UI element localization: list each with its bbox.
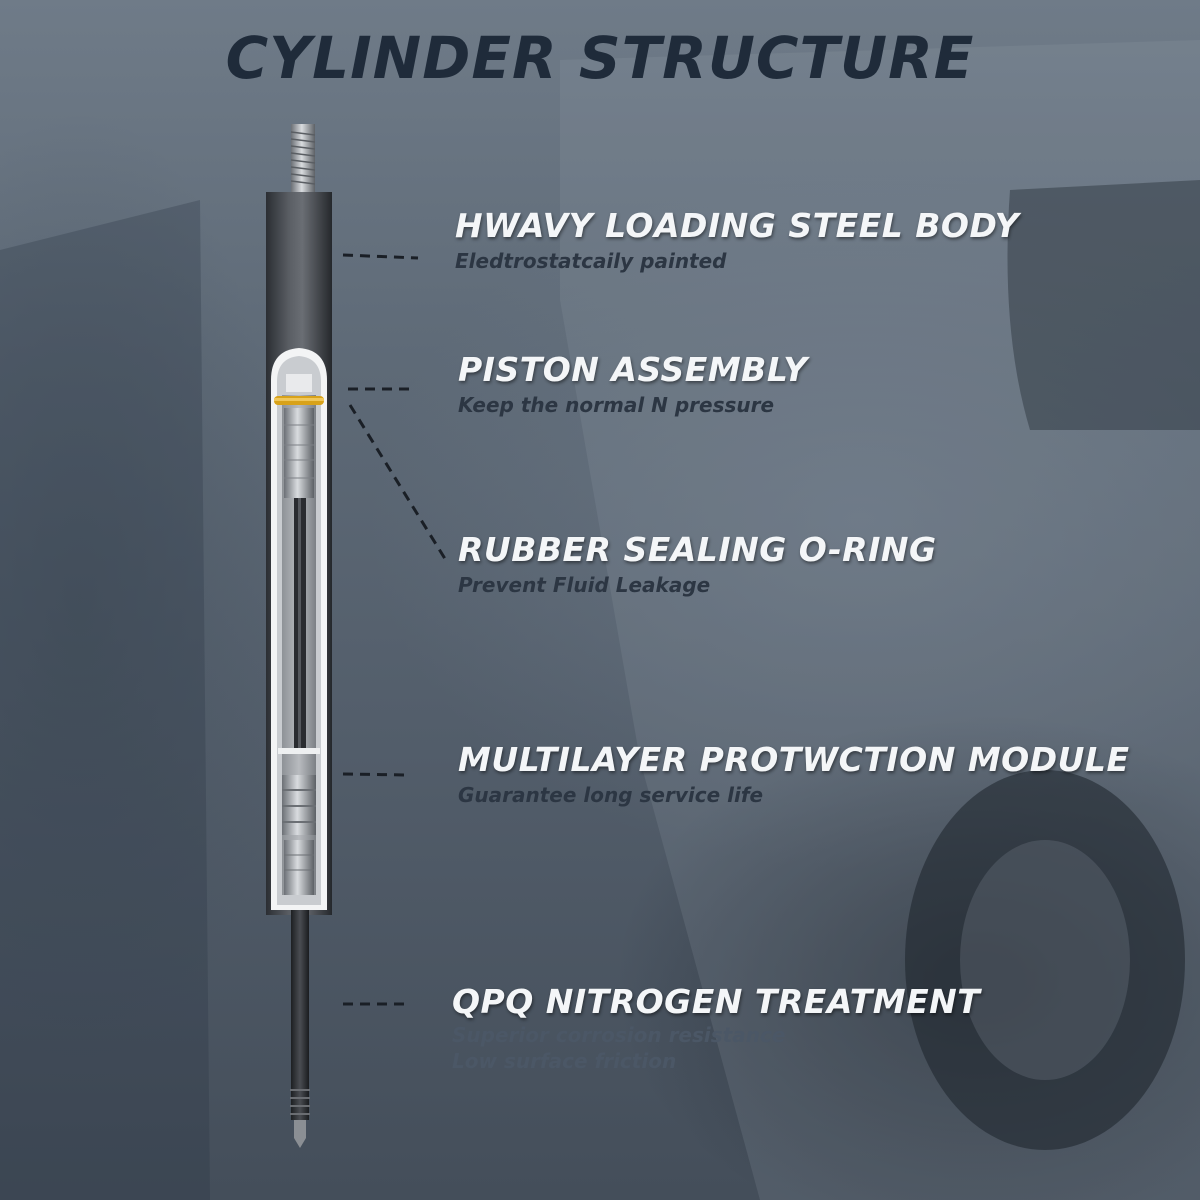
leader-line-oring (348, 404, 449, 563)
label-steel-body: HWAVY LOADING STEEL BODY Eledtrostatcail… (455, 206, 1019, 273)
component-description: Keep the normal N pressure (458, 393, 775, 417)
component-title: QPQ NITROGEN TREATMENT (452, 982, 981, 1021)
label-protection-module: MULTILAYER PROTWCTION MODULE Guarantee l… (458, 740, 1130, 807)
component-description: Guarantee long service life (458, 783, 764, 807)
component-title: HWAVY LOADING STEEL BODY (455, 206, 1020, 245)
component-description: Superior corrosion resistance (452, 1023, 786, 1047)
label-piston-assembly: PISTON ASSEMBLY Keep the normal N pressu… (458, 350, 808, 417)
component-description-2: Low surface friction (452, 1049, 677, 1073)
piston (284, 408, 314, 498)
component-title: MULTILAYER PROTWCTION MODULE (458, 740, 1130, 779)
label-o-ring: RUBBER SEALING O-RING Prevent Fluid Leak… (458, 530, 937, 597)
piston-rod (291, 910, 309, 1120)
component-description: Eledtrostatcaily painted (455, 249, 727, 273)
label-nitrogen-treatment: QPQ NITROGEN TREATMENT Superior corrosio… (452, 982, 980, 1073)
threaded-stud (290, 124, 316, 192)
component-description: Prevent Fluid Leakage (458, 573, 711, 597)
component-title: PISTON ASSEMBLY (458, 350, 808, 389)
leader-line-module (342, 772, 409, 777)
page-title: CYLINDER STRUCTURE (225, 24, 975, 92)
component-title: RUBBER SEALING O-RING (458, 530, 937, 569)
leader-line-body (342, 253, 419, 260)
